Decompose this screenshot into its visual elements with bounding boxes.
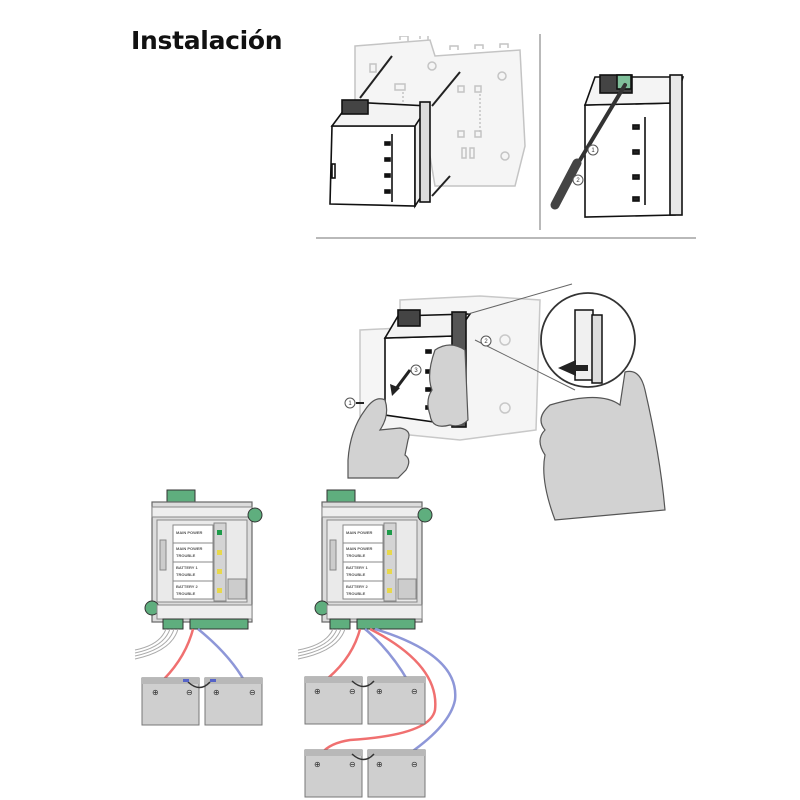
removal-illustration: 1 2 3: [344, 283, 666, 521]
svg-text:⊖: ⊖: [411, 760, 418, 769]
svg-text:TROUBLE: TROUBLE: [176, 591, 196, 596]
svg-text:TROUBLE: TROUBLE: [176, 553, 196, 558]
led-battery1-trouble: [387, 569, 392, 574]
led-main-power: [387, 530, 392, 535]
svg-text:1: 1: [591, 148, 595, 154]
svg-text:TROUBLE: TROUBLE: [176, 572, 196, 577]
step-marker: 1: [344, 397, 356, 409]
screwdriver-illustration: 1 2: [550, 74, 685, 218]
svg-text:⊕: ⊕: [152, 688, 159, 697]
led-main-power-trouble: [217, 550, 222, 555]
wiring-four-batteries: MAIN POWER MAIN POWER TROUBLE BATTERY 1 …: [297, 489, 457, 798]
page-title: Instalación: [131, 26, 283, 55]
battery: ⊕ ⊖: [304, 676, 363, 725]
svg-text:⊖: ⊖: [349, 760, 356, 769]
svg-text:BATTERY 2: BATTERY 2: [346, 584, 368, 589]
led-battery1-trouble: [217, 569, 222, 574]
svg-text:⊕: ⊕: [213, 688, 220, 697]
battery: ⊕ ⊖: [367, 676, 426, 725]
svg-text:⊖: ⊖: [249, 688, 256, 697]
battery: ⊕ ⊖: [141, 677, 200, 726]
mounting-illustration: [329, 36, 526, 209]
svg-text:TROUBLE: TROUBLE: [346, 553, 366, 558]
svg-text:⊕: ⊕: [376, 760, 383, 769]
svg-text:TROUBLE: TROUBLE: [346, 591, 366, 596]
led-battery2-trouble: [217, 588, 222, 593]
svg-text:⊕: ⊕: [376, 687, 383, 696]
svg-text:1: 1: [348, 401, 352, 407]
svg-text:MAIN POWER: MAIN POWER: [346, 530, 373, 535]
svg-text:⊖: ⊖: [186, 688, 193, 697]
svg-text:MAIN POWER: MAIN POWER: [176, 546, 203, 551]
battery: ⊕ ⊖: [304, 749, 363, 798]
svg-text:2: 2: [576, 178, 580, 184]
battery: ⊕ ⊖: [204, 677, 263, 726]
svg-text:3: 3: [414, 368, 418, 374]
svg-text:⊕: ⊕: [314, 687, 321, 696]
figure-divider-horizontal: [316, 237, 696, 239]
svg-text:BATTERY 1: BATTERY 1: [346, 565, 368, 570]
step-marker: 2: [572, 174, 584, 186]
svg-text:⊖: ⊖: [349, 687, 356, 696]
battery: ⊕ ⊖: [367, 749, 426, 798]
svg-text:TROUBLE: TROUBLE: [346, 572, 366, 577]
status-label-panel: MAIN POWER MAIN POWER TROUBLE BATTERY 1 …: [172, 524, 214, 600]
figure-divider-vertical: [539, 34, 541, 230]
svg-text:⊕: ⊕: [314, 760, 321, 769]
status-label-panel: MAIN POWER MAIN POWER TROUBLE BATTERY 1 …: [342, 524, 384, 600]
step-marker: 3: [410, 364, 422, 376]
led-main-power: [217, 530, 222, 535]
svg-text:2: 2: [484, 339, 488, 345]
svg-text:BATTERY 2: BATTERY 2: [176, 584, 198, 589]
svg-text:BATTERY 1: BATTERY 1: [176, 565, 198, 570]
svg-text:MAIN POWER: MAIN POWER: [346, 546, 373, 551]
led-main-power-trouble: [387, 550, 392, 555]
wiring-two-batteries: MAIN POWER MAIN POWER TROUBLE BATTERY 1 …: [134, 489, 263, 726]
step-marker: 2: [480, 335, 492, 347]
step-marker: 1: [587, 144, 599, 156]
svg-text:⊖: ⊖: [411, 687, 418, 696]
led-battery2-trouble: [387, 588, 392, 593]
svg-text:MAIN POWER: MAIN POWER: [176, 530, 203, 535]
